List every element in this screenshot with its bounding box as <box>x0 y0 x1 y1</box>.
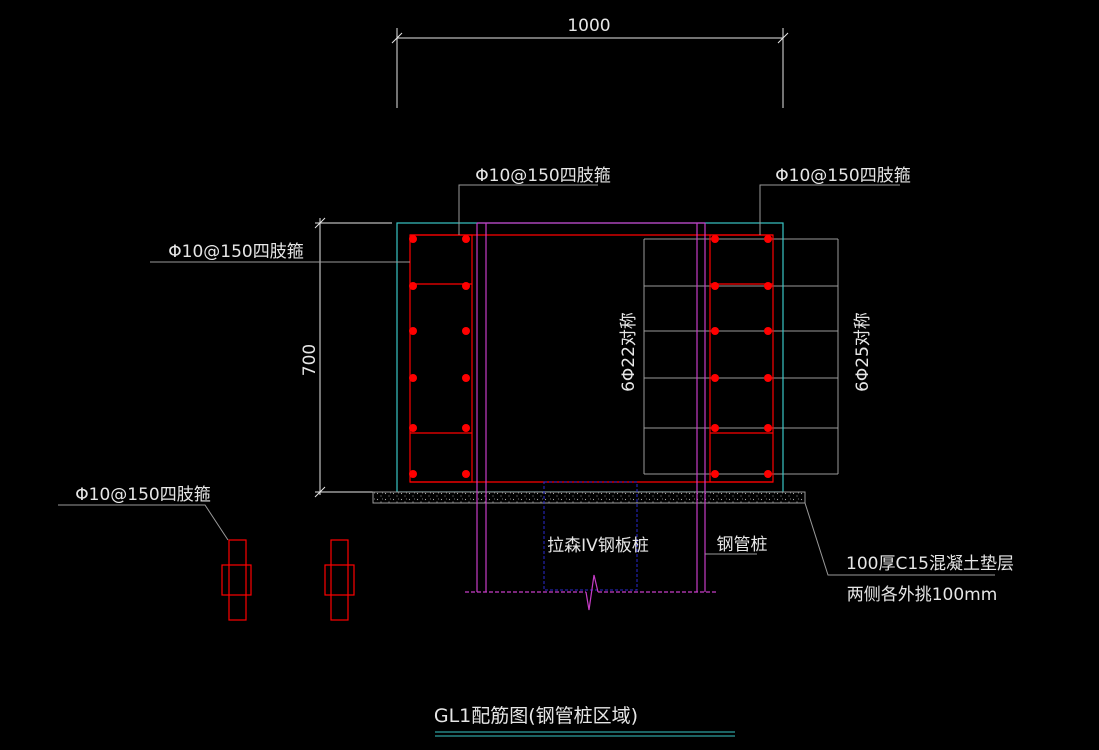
cushion-label-line1: 100厚C15混凝土垫层 <box>846 554 1014 574</box>
stirrup-label-left: Φ10@150四肢箍 <box>168 242 303 262</box>
sheet-pile-label: 拉森IV钢板桩 <box>547 536 649 556</box>
cushion-label-line2: 两侧各外挑100mm <box>847 585 998 605</box>
drawing-title: GL1配筋图(钢管桩区域) <box>434 705 638 727</box>
stirrup-label-detail: Φ10@150四肢箍 <box>75 485 210 505</box>
sheet-pile <box>543 481 638 591</box>
rebar-grid <box>643 238 839 475</box>
height-dimension-text: 700 <box>300 344 320 376</box>
rebar-cage <box>409 234 774 483</box>
steel-pipe-label: 钢管桩 <box>717 535 768 555</box>
width-dimension <box>391 28 789 108</box>
leader-lines <box>58 184 995 576</box>
rebar-label-left: 6Φ22对称 <box>619 312 639 392</box>
stirrup-detail-shapes <box>221 539 355 621</box>
stirrup-label-top-right: Φ10@150四肢箍 <box>775 166 910 186</box>
rebar-dots <box>409 235 772 478</box>
concrete-cushion <box>372 491 806 504</box>
beam-outline <box>396 222 784 493</box>
height-dimension <box>314 217 392 498</box>
stirrup-label-top-left: Φ10@150四肢箍 <box>475 166 610 186</box>
rebar-label-right: 6Φ25对称 <box>853 312 873 392</box>
width-dimension-text: 1000 <box>567 16 610 36</box>
title-underline <box>435 731 735 737</box>
steel-pipe-piles <box>465 222 716 611</box>
